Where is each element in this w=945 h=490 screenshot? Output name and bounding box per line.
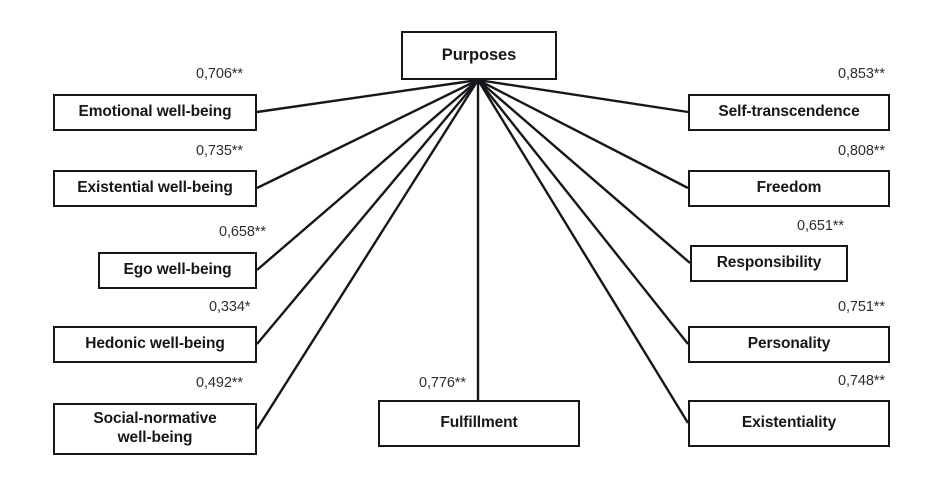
edge-weight-emotional-well-being: 0,706** (196, 66, 243, 82)
node-freedom[interactable]: Freedom (688, 170, 890, 207)
edge-purposes-to-self-transcendence (477, 78, 689, 114)
edge-purposes-to-ego-well-being (256, 79, 479, 271)
node-ego-well-being[interactable]: Ego well-being (98, 252, 257, 289)
edge-purposes-to-social-normative-well-being (255, 79, 480, 430)
edge-purposes-to-existentiality (476, 79, 690, 424)
node-self-transcendence-label: Self-transcendence (718, 103, 860, 121)
node-existential-well-being[interactable]: Existential well-being (53, 170, 257, 207)
node-self-transcendence[interactable]: Self-transcendence (688, 94, 890, 131)
edge-weight-ego-well-being: 0,658** (219, 224, 266, 240)
node-freedom-label: Freedom (756, 179, 822, 197)
edge-weight-self-transcendence: 0,853** (838, 66, 885, 82)
node-social-normative-well-being-label: Social-normative well-being (93, 410, 217, 446)
node-purposes-label: Purposes (441, 46, 517, 65)
node-existential-well-being-label: Existential well-being (77, 179, 233, 197)
edge-weight-existentiality: 0,748** (838, 373, 885, 389)
node-purposes[interactable]: Purposes (401, 31, 557, 80)
edge-weight-responsibility: 0,651** (797, 218, 844, 234)
edge-weight-fulfillment: 0,776** (419, 375, 466, 391)
node-fulfillment-label: Fulfillment (440, 414, 518, 432)
edge-purposes-to-existential-well-being (256, 78, 479, 190)
node-fulfillment[interactable]: Fulfillment (378, 400, 580, 447)
node-ego-well-being-label: Ego well-being (123, 261, 232, 279)
node-responsibility[interactable]: Responsibility (690, 245, 848, 282)
edge-weight-personality: 0,751** (838, 299, 885, 315)
edge-weight-existential-well-being: 0,735** (196, 143, 243, 159)
node-personality[interactable]: Personality (688, 326, 890, 363)
edge-purposes-to-hedonic-well-being (256, 79, 479, 345)
edge-weight-hedonic-well-being: 0,334* (209, 299, 251, 315)
node-emotional-well-being[interactable]: Emotional well-being (53, 94, 257, 131)
node-personality-label: Personality (747, 335, 831, 353)
edge-weight-freedom: 0,808** (838, 143, 885, 159)
edge-purposes-to-emotional-well-being (256, 78, 479, 114)
node-hedonic-well-being[interactable]: Hedonic well-being (53, 326, 257, 363)
edge-purposes-to-freedom (477, 78, 689, 190)
node-hedonic-well-being-label: Hedonic well-being (85, 335, 225, 353)
node-responsibility-label: Responsibility (716, 254, 822, 272)
node-existentiality-label: Existentiality (741, 414, 837, 432)
node-social-normative-well-being[interactable]: Social-normative well-being (53, 403, 257, 455)
edge-purposes-to-responsibility (477, 79, 691, 264)
edge-purposes-to-personality (477, 79, 689, 345)
node-existentiality[interactable]: Existentiality (688, 400, 890, 447)
node-emotional-well-being-label: Emotional well-being (78, 103, 232, 121)
edge-weight-social-normative-well-being: 0,492** (196, 375, 243, 391)
